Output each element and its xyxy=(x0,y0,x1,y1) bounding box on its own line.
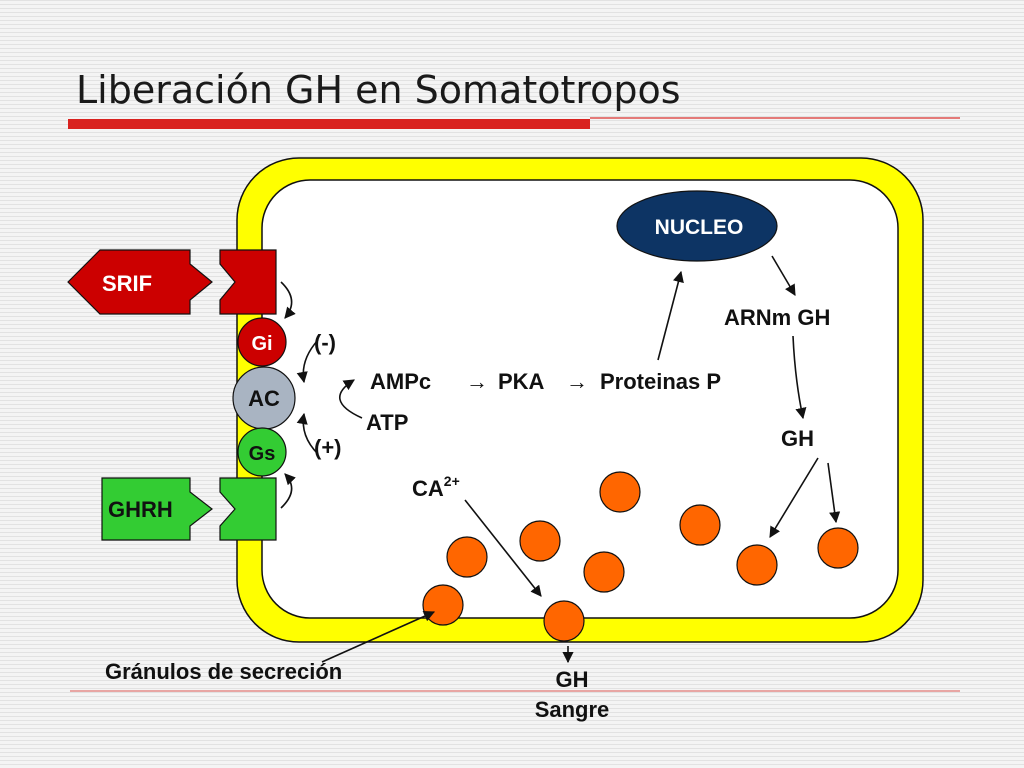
ampc-label: AMPc xyxy=(370,369,431,394)
ghrh-ligand xyxy=(101,477,213,541)
stimulate-sign: (+) xyxy=(314,435,342,460)
granules-label: Gránulos de secreción xyxy=(105,659,342,684)
secretory-granule xyxy=(446,536,488,578)
proteins-label: Proteinas P xyxy=(600,369,721,394)
gh-label: GH xyxy=(781,426,814,451)
ghrh-to-gs-arrow xyxy=(280,473,296,509)
atp-label: ATP xyxy=(366,410,408,435)
cascade-arrow-2: → xyxy=(566,369,588,394)
calcium-label: CA2+ xyxy=(412,473,460,501)
gs-label: Gs xyxy=(249,443,276,465)
cell-cytoplasm xyxy=(261,179,899,619)
pka-label: PKA xyxy=(498,369,545,394)
srif-receptor xyxy=(219,249,277,315)
gi-protein xyxy=(237,317,287,367)
title-underline-thin xyxy=(590,117,960,119)
ghrh-receptor xyxy=(219,477,277,541)
gi-label: Gi xyxy=(251,333,272,355)
granules-pointer-line xyxy=(321,610,436,663)
gs-protein xyxy=(237,427,287,477)
secretory-granule xyxy=(583,551,625,593)
gh-blood-label-line1: GH xyxy=(556,667,589,692)
gh-blood-label-line2: Sangre xyxy=(535,697,610,722)
inhibit-sign: (-) xyxy=(314,330,336,355)
secretory-granule xyxy=(422,584,464,626)
atp-to-ampc-arrow xyxy=(338,379,363,419)
gi-to-ac-arrow xyxy=(296,339,319,384)
nucleus xyxy=(616,190,778,262)
gs-to-ac-arrow xyxy=(296,412,319,455)
srif-to-gi-arrow xyxy=(280,281,296,319)
secretory-granule xyxy=(679,504,721,546)
exocytosing-granule xyxy=(543,600,585,642)
calcium-to-exocytosis-arrow xyxy=(464,499,542,597)
ac-label: AC xyxy=(248,386,280,411)
srif-ligand xyxy=(67,249,213,315)
srif-label: SRIF xyxy=(102,271,152,296)
gh-to-granule-arrow-b xyxy=(827,462,841,524)
title-underline-bar xyxy=(68,119,590,129)
gh-to-granule-arrow-a xyxy=(769,457,819,538)
ghrh-label: GHRH xyxy=(108,497,173,522)
cascade-arrow-1: → xyxy=(466,369,488,394)
secretory-granule xyxy=(736,544,778,586)
secretory-granule xyxy=(599,471,641,513)
slide-title: Liberación GH en Somatotropos xyxy=(76,68,681,112)
arnm-label: ARNm GH xyxy=(724,305,830,330)
secretory-granule xyxy=(519,520,561,562)
secretory-granule xyxy=(817,527,859,569)
arnm-to-gh-arrow xyxy=(792,335,807,420)
nucleus-to-arnm-arrow xyxy=(771,255,796,296)
footer-divider xyxy=(70,690,960,692)
calcium-superscript: 2+ xyxy=(444,473,460,489)
nucleus-label: NUCLEO xyxy=(655,216,744,239)
proteins-to-nucleus-arrow xyxy=(657,270,684,361)
